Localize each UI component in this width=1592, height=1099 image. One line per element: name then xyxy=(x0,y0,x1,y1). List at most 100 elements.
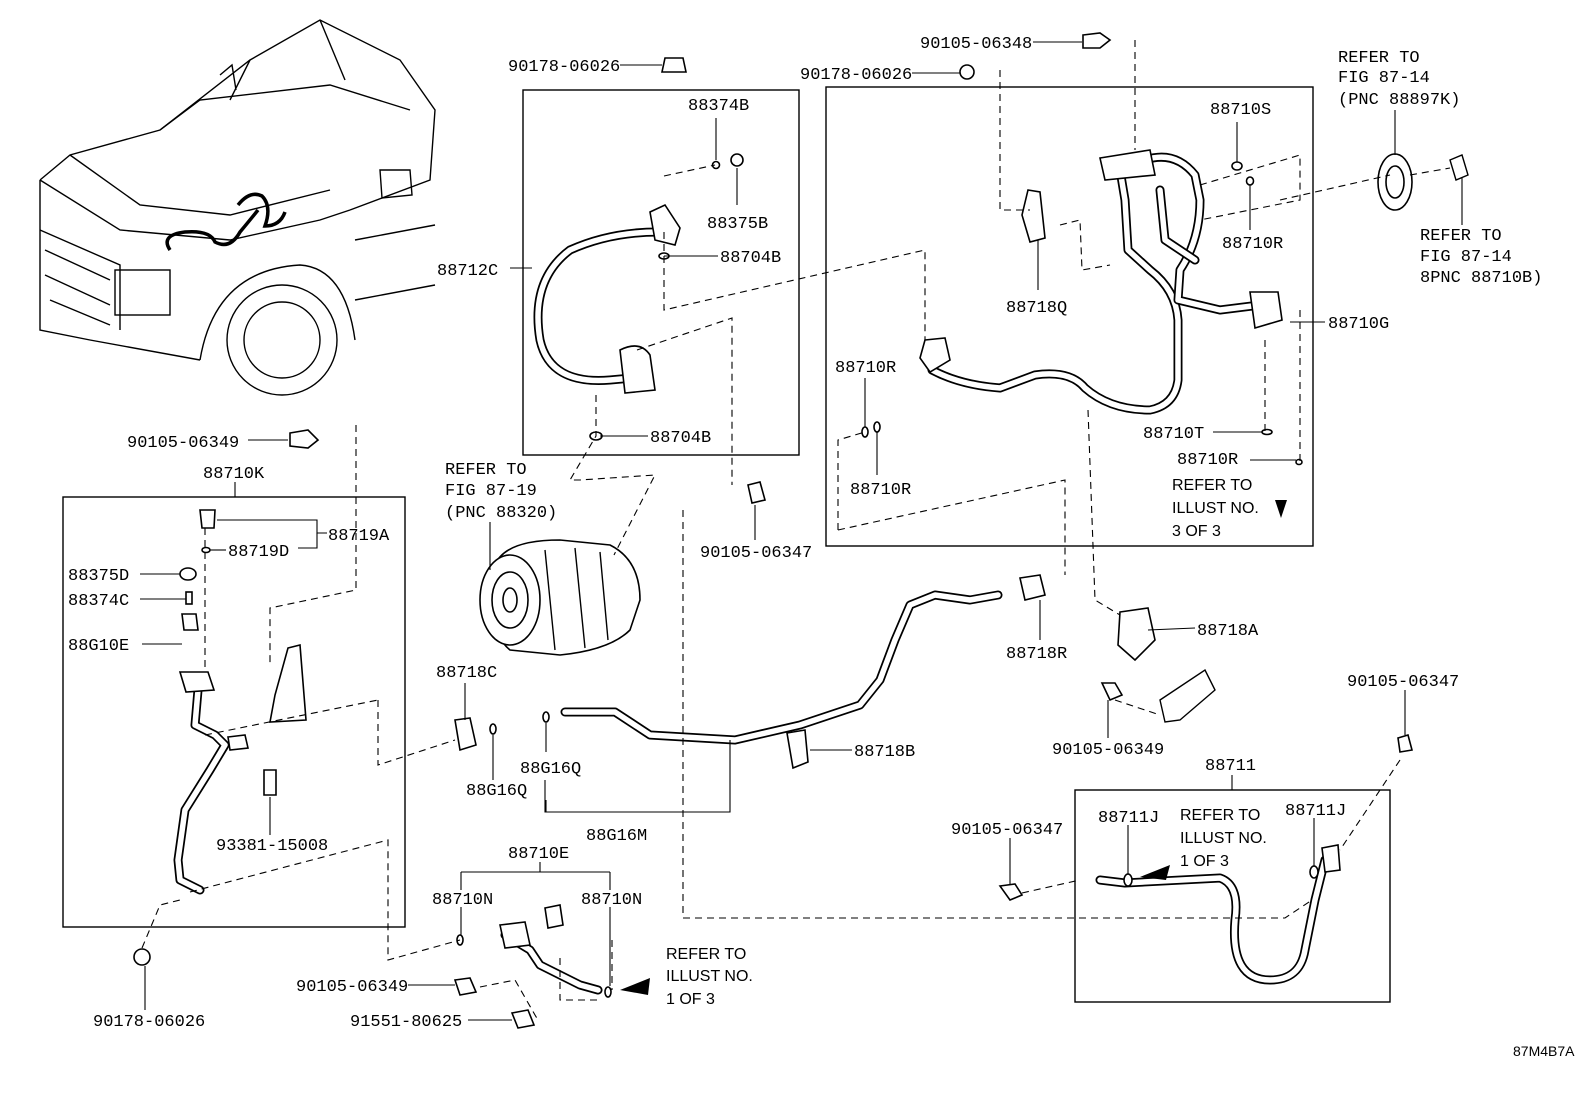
diagram-code: 87M4B7A xyxy=(1513,1043,1575,1059)
bolt-90105-06349-a xyxy=(289,429,320,449)
svg-text:REFER TO: REFER TO xyxy=(1420,227,1502,246)
tube-88G16M xyxy=(560,590,1003,745)
label-88375B: 88375B xyxy=(707,215,768,234)
o-ring-88G16Q-b xyxy=(542,711,550,723)
label-88710G: 88710G xyxy=(1328,315,1389,334)
o-ring-88710R-c xyxy=(873,421,881,433)
ref-fig-87-19: REFER TO FIG 87-19 (PNC 88320) xyxy=(445,461,557,523)
label-88711: 88711 xyxy=(1205,757,1256,776)
label-88G10E: 88G10E xyxy=(68,637,129,656)
o-ring-88710R-b xyxy=(861,426,869,438)
bolt-90105-06347-b xyxy=(1397,733,1413,753)
svg-text:ILLUST NO.: ILLUST NO. xyxy=(1172,500,1259,517)
cap-88375B xyxy=(730,153,744,167)
o-ring-88710R-d xyxy=(1295,458,1303,466)
bolt-90105-06349-b xyxy=(1100,682,1124,702)
svg-text:REFER TO: REFER TO xyxy=(1180,807,1260,824)
label-88710K: 88710K xyxy=(203,465,265,484)
tube-88710G xyxy=(919,149,1283,415)
clamp-88718Q xyxy=(1021,189,1046,243)
o-ring-88711J-a xyxy=(1123,873,1133,887)
label-90105-06347-c: 90105-06347 xyxy=(951,821,1063,840)
label-88712C: 88712C xyxy=(437,262,498,281)
bracket-88718A xyxy=(1117,607,1216,723)
svg-text:REFER TO: REFER TO xyxy=(445,461,527,480)
label-88710R-b: 88710R xyxy=(835,359,896,378)
valve-core-88374C xyxy=(185,591,193,605)
o-ring-88710R-a xyxy=(1245,176,1255,186)
hose-88711 xyxy=(1095,844,1341,985)
label-90178-06026-top: 90178-06026 xyxy=(508,58,620,77)
svg-text:FIG 87-14: FIG 87-14 xyxy=(1420,248,1512,267)
ref-illust-1of3-b: REFER TO ILLUST NO. 1 OF 3 xyxy=(666,946,753,1008)
compressor xyxy=(479,539,641,656)
tube-88710E xyxy=(499,904,603,995)
clamp-88718B xyxy=(786,729,809,770)
label-90105-06349-c: 90105-06349 xyxy=(296,978,408,997)
label-88718A: 88718A xyxy=(1197,622,1259,641)
svg-text:(PNC 88320): (PNC 88320) xyxy=(445,504,557,523)
ref-illust-1of3-a: REFER TO ILLUST NO. 1 OF 3 xyxy=(1180,807,1267,870)
svg-text:(PNC 88897K): (PNC 88897K) xyxy=(1338,91,1460,110)
label-90105-06348: 90105-06348 xyxy=(920,35,1032,54)
bolt-90105-06347-c xyxy=(998,883,1024,901)
label-90105-06347-b: 90105-06347 xyxy=(1347,673,1459,692)
part-labels: 90178-06026 88374B 88375B 88704B 88712C … xyxy=(68,35,1459,1032)
o-ring-88711J-b xyxy=(1309,865,1319,879)
label-90178-06026-mid: 90178-06026 xyxy=(800,66,912,85)
label-88374B: 88374B xyxy=(688,97,749,116)
clamp-88718C xyxy=(454,717,477,752)
bolt-90105-06348 xyxy=(1082,32,1112,49)
svg-text:FIG 87-19: FIG 87-19 xyxy=(445,482,537,501)
cap-88375D xyxy=(179,567,197,581)
label-88G16Q-b: 88G16Q xyxy=(466,782,527,801)
label-90105-06349-b: 90105-06349 xyxy=(1052,741,1164,760)
reference-notes: REFER TO FIG 87-14 (PNC 88897K) REFER TO… xyxy=(445,49,1542,1008)
label-88704B-lower: 88704B xyxy=(650,429,711,448)
ref-fig-87-14-a: REFER TO FIG 87-14 (PNC 88897K) xyxy=(1338,49,1460,110)
group-box-88710K xyxy=(62,496,406,928)
nut-90178-06026-bot xyxy=(133,948,151,966)
stud-93381-15008 xyxy=(263,769,277,796)
nut-90178-06026-mid xyxy=(959,64,975,80)
label-88710R-a: 88710R xyxy=(1222,235,1283,254)
group-box-88710G xyxy=(825,86,1314,547)
arrow-down-88710G xyxy=(1275,500,1287,518)
svg-text:REFER TO: REFER TO xyxy=(666,946,746,963)
label-88718B: 88718B xyxy=(854,743,915,762)
label-88719D: 88719D xyxy=(228,543,289,562)
label-88711J-b: 88711J xyxy=(1285,802,1346,821)
svg-text:ILLUST NO.: ILLUST NO. xyxy=(1180,830,1267,847)
label-88710R-d: 88710R xyxy=(1177,451,1238,470)
leader-lines xyxy=(140,41,1463,1021)
label-88G16M: 88G16M xyxy=(586,827,647,846)
clamp-88718R xyxy=(1019,574,1046,601)
label-88710R-c: 88710R xyxy=(850,481,911,500)
label-88G16Q-a: 88G16Q xyxy=(520,760,581,779)
ref-illust-3of3: REFER TO ILLUST NO. 3 OF 3 xyxy=(1172,477,1259,540)
label-88374C: 88374C xyxy=(68,592,129,611)
tube-88710K xyxy=(173,643,307,895)
vehicle-illustration xyxy=(39,19,436,396)
o-ring-88G16Q-a xyxy=(489,723,497,735)
ref-fig-87-14-b: REFER TO FIG 87-14 8PNC 88710B) xyxy=(1420,227,1542,288)
label-88710N-a: 88710N xyxy=(432,891,493,910)
svg-text:REFER TO: REFER TO xyxy=(1338,49,1420,68)
label-90105-06347-a: 90105-06347 xyxy=(700,544,812,563)
label-88710S: 88710S xyxy=(1210,101,1271,120)
label-88718C: 88718C xyxy=(436,664,497,683)
label-90105-06349-a: 90105-06349 xyxy=(127,434,239,453)
sensor-88719A xyxy=(199,509,216,529)
svg-text:3 OF 3: 3 OF 3 xyxy=(1172,523,1221,540)
expansion-valve-plate xyxy=(1377,153,1469,211)
group-box-88712C xyxy=(522,89,800,456)
dashed-lines xyxy=(141,40,1451,1021)
label-88375D: 88375D xyxy=(68,567,129,586)
svg-text:1 OF 3: 1 OF 3 xyxy=(666,991,715,1008)
label-90178-06026-bot: 90178-06026 xyxy=(93,1013,205,1032)
label-91551-80625: 91551-80625 xyxy=(350,1013,462,1032)
label-93381-15008: 93381-15008 xyxy=(216,837,328,856)
svg-text:REFER TO: REFER TO xyxy=(1172,477,1252,494)
label-88704B-upper: 88704B xyxy=(720,249,781,268)
